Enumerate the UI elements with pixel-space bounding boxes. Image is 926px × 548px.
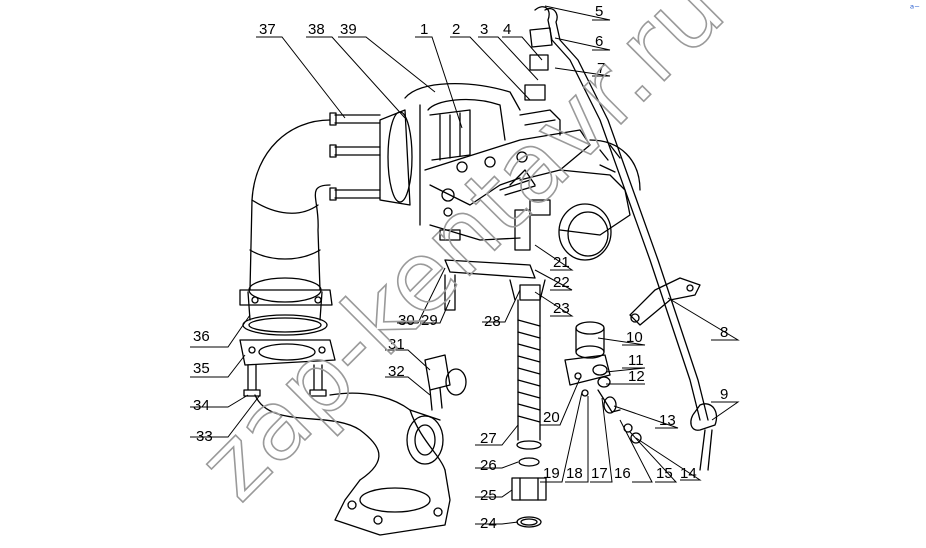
- callout-7: 7: [597, 60, 605, 77]
- callout-3: 3: [480, 21, 488, 38]
- callout-22: 22: [553, 274, 570, 291]
- callout-9: 9: [720, 386, 728, 403]
- side-connector: [424, 354, 467, 411]
- callout-4: 4: [503, 21, 511, 38]
- pipe-bracket: [629, 277, 701, 326]
- callout-27: 27: [480, 430, 497, 447]
- callout-38: 38: [308, 21, 325, 38]
- callout-16: 16: [614, 465, 631, 482]
- callout-1: 1: [420, 21, 428, 38]
- callout-17: 17: [591, 465, 608, 482]
- callout-13: 13: [659, 412, 676, 429]
- callout-34: 34: [193, 397, 210, 414]
- callout-10: 10: [626, 329, 643, 346]
- callout-37: 37: [259, 21, 276, 38]
- callout-36: 36: [193, 328, 210, 345]
- leader-lines: [190, 5, 740, 525]
- callout-28: 28: [484, 313, 501, 330]
- callout-12: 12: [628, 368, 645, 385]
- drain-hose: [511, 299, 547, 528]
- callout-30: 30: [398, 312, 415, 329]
- lower-fittings: [439, 199, 551, 311]
- callout-33: 33: [196, 428, 213, 445]
- callout-14: 14: [680, 465, 697, 482]
- callout-31: 31: [388, 336, 405, 353]
- callout-29: 29: [421, 312, 438, 329]
- callout-39: 39: [340, 21, 357, 38]
- mounting-studs: [329, 112, 381, 201]
- callout-23: 23: [553, 300, 570, 317]
- corner-logo-mark: ᵃ⁻: [909, 2, 920, 15]
- callout-11: 11: [628, 352, 644, 369]
- exhaust-elbow: [254, 392, 451, 536]
- callout-21: 21: [553, 254, 570, 271]
- callout-26: 26: [480, 457, 497, 474]
- valve-assembly: [564, 321, 642, 444]
- watermark-text: zap-kentavr.ru: [177, 0, 745, 521]
- callout-6: 6: [595, 33, 603, 50]
- callout-2: 2: [452, 21, 460, 38]
- callout-8: 8: [720, 324, 728, 341]
- callout-5: 5: [595, 3, 603, 20]
- callout-labels: 37 38 39 1 2 3 4 5 6 7 8 9 10 11 12 13 1…: [193, 3, 728, 532]
- callout-15: 15: [656, 465, 673, 482]
- callout-18: 18: [566, 465, 583, 482]
- callout-32: 32: [388, 363, 405, 380]
- callout-35: 35: [193, 360, 210, 377]
- turbocharger-body: [379, 82, 641, 261]
- callout-24: 24: [480, 515, 497, 532]
- oil-feed-line: [524, 6, 718, 471]
- callout-19: 19: [543, 465, 560, 482]
- callout-25: 25: [480, 487, 497, 504]
- callout-20: 20: [543, 409, 560, 426]
- flange-bolts: [243, 364, 327, 397]
